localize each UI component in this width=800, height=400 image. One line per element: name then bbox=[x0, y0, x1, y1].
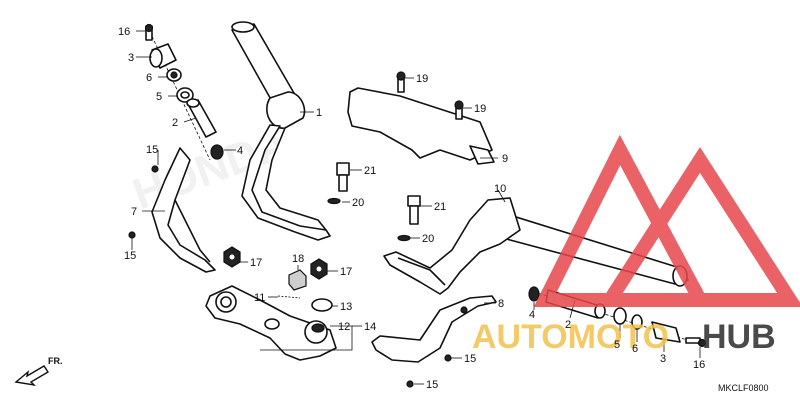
callout-13: 13 bbox=[340, 301, 352, 313]
callout-18: 18 bbox=[292, 253, 304, 265]
callout-15: 15 bbox=[124, 250, 136, 262]
callout-14: 14 bbox=[364, 321, 376, 333]
callout-21: 21 bbox=[364, 165, 376, 177]
callout-2: 2 bbox=[565, 319, 571, 331]
callout-16: 16 bbox=[118, 26, 130, 38]
callout-2: 2 bbox=[172, 117, 178, 129]
center-bolt-21 bbox=[327, 162, 350, 205]
callout-21: 21 bbox=[434, 201, 446, 213]
top-cover-part-9 bbox=[347, 71, 495, 165]
left-end-weight-stack bbox=[144, 23, 224, 161]
front-arrow-icon bbox=[14, 365, 49, 387]
callout-12: 12 bbox=[338, 321, 350, 333]
callout-5: 5 bbox=[614, 339, 620, 351]
callout-4: 4 bbox=[237, 145, 243, 157]
callout-7: 7 bbox=[131, 206, 137, 218]
leader-lines bbox=[131, 30, 701, 385]
callout-15: 15 bbox=[146, 144, 158, 156]
callout-15: 15 bbox=[464, 353, 476, 365]
callout-16: 16 bbox=[693, 359, 705, 371]
callout-19: 19 bbox=[474, 103, 486, 115]
callout-8: 8 bbox=[498, 298, 504, 310]
callout-17: 17 bbox=[340, 266, 352, 278]
callout-3: 3 bbox=[128, 52, 134, 64]
callout-17: 17 bbox=[250, 257, 262, 269]
diagram-code: MKCLF0800 bbox=[718, 383, 769, 393]
callout-10: 10 bbox=[494, 183, 506, 195]
callout-5: 5 bbox=[156, 91, 162, 103]
right-bolt-21 bbox=[397, 195, 421, 242]
callout-6: 6 bbox=[632, 343, 638, 355]
callout-15: 15 bbox=[426, 379, 438, 391]
callout-11: 11 bbox=[254, 292, 265, 304]
front-direction-indicator: FR. bbox=[14, 356, 63, 387]
callout-20: 20 bbox=[352, 197, 364, 209]
steering-stem-part-14 bbox=[205, 246, 337, 361]
callout-19: 19 bbox=[416, 73, 428, 85]
front-direction-label: FR. bbox=[48, 356, 63, 366]
callout-6: 6 bbox=[146, 72, 152, 84]
callout-1: 1 bbox=[316, 107, 322, 119]
callout-3: 3 bbox=[660, 353, 666, 365]
callout-4: 4 bbox=[529, 309, 535, 321]
left-cover-part-7 bbox=[128, 147, 216, 273]
callout-9: 9 bbox=[502, 153, 508, 165]
callout-20: 20 bbox=[422, 233, 434, 245]
automotohub-watermark: AUTOMOTO HUB bbox=[472, 134, 800, 356]
watermark-text-hub: HUB bbox=[702, 318, 776, 356]
watermark-text-auto: AUTOMOTO bbox=[472, 318, 669, 356]
callout-labels: 16 3 6 5 2 4 1 15 7 15 19 19 9 21 20 10 … bbox=[118, 26, 705, 391]
left-handlebar-part-1 bbox=[231, 21, 331, 241]
